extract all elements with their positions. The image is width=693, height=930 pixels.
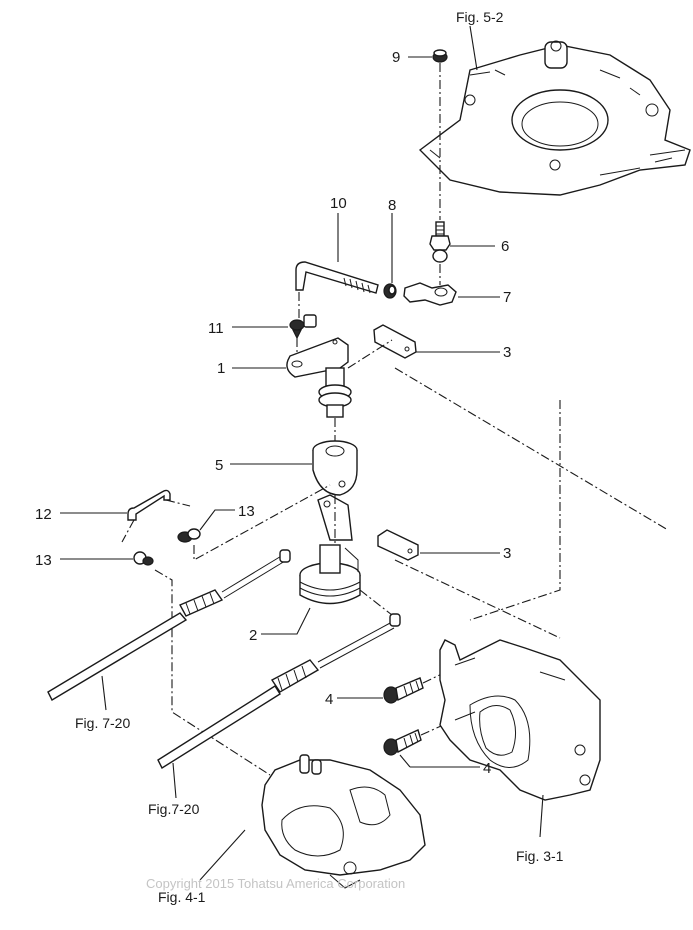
part-4-screw-upper [383,677,424,704]
part-13-clip-right [177,528,201,543]
part-10-rod [295,261,379,294]
figure-ref-7-20-upper: Fig. 7-20 [75,715,130,731]
part-13-clip-left [133,551,154,566]
part-3-bracket-upper [373,324,417,359]
figure-ref-5-2: Fig. 5-2 [456,9,504,25]
label-part-12: 12 [35,506,52,523]
figure-ref-3-1: Fig. 3-1 [516,848,564,864]
leader-lines [60,25,544,881]
label-part-4-upper: 4 [325,691,333,708]
label-part-4-lower: 4 [483,760,491,777]
label-part-10: 10 [330,195,347,212]
label-part-9: 9 [392,49,400,66]
label-part-2: 2 [249,627,257,644]
part-11-clip [289,314,317,340]
part-6-ball-stud [429,221,451,263]
figure-ref-4-1: Fig. 4-1 [158,889,206,905]
label-part-8: 8 [388,197,396,214]
part-3-bracket-lower [377,529,419,561]
cable-lower [157,613,401,770]
figure-ref-7-20-lower: Fig.7-20 [148,801,200,817]
part-8-nut [383,283,397,299]
part-12-link [127,489,171,521]
part-7-ball-socket [403,282,457,306]
part-1-lever [286,337,352,418]
part-9-nut [432,49,448,63]
label-part-13-left: 13 [35,552,52,569]
label-part-6: 6 [501,238,509,255]
label-part-7: 7 [503,289,511,306]
housing-fig-5-2 [418,40,691,196]
part-4-screw-lower [383,729,422,756]
carburetor-fig-4-1 [261,754,426,889]
label-part-13-right: 13 [238,503,255,520]
label-part-3-lower: 3 [503,545,511,562]
label-part-1: 1 [217,360,225,377]
carburetor-fig-3-1 [439,639,601,801]
cable-upper [47,549,291,701]
part-2-pulley [299,494,361,605]
label-part-11: 11 [208,320,224,337]
label-part-3-upper: 3 [503,344,511,361]
copyright-watermark: Copyright 2015 Tohatsu America Corporati… [146,876,405,891]
label-part-5: 5 [215,457,223,474]
part-5-collar [312,440,358,496]
